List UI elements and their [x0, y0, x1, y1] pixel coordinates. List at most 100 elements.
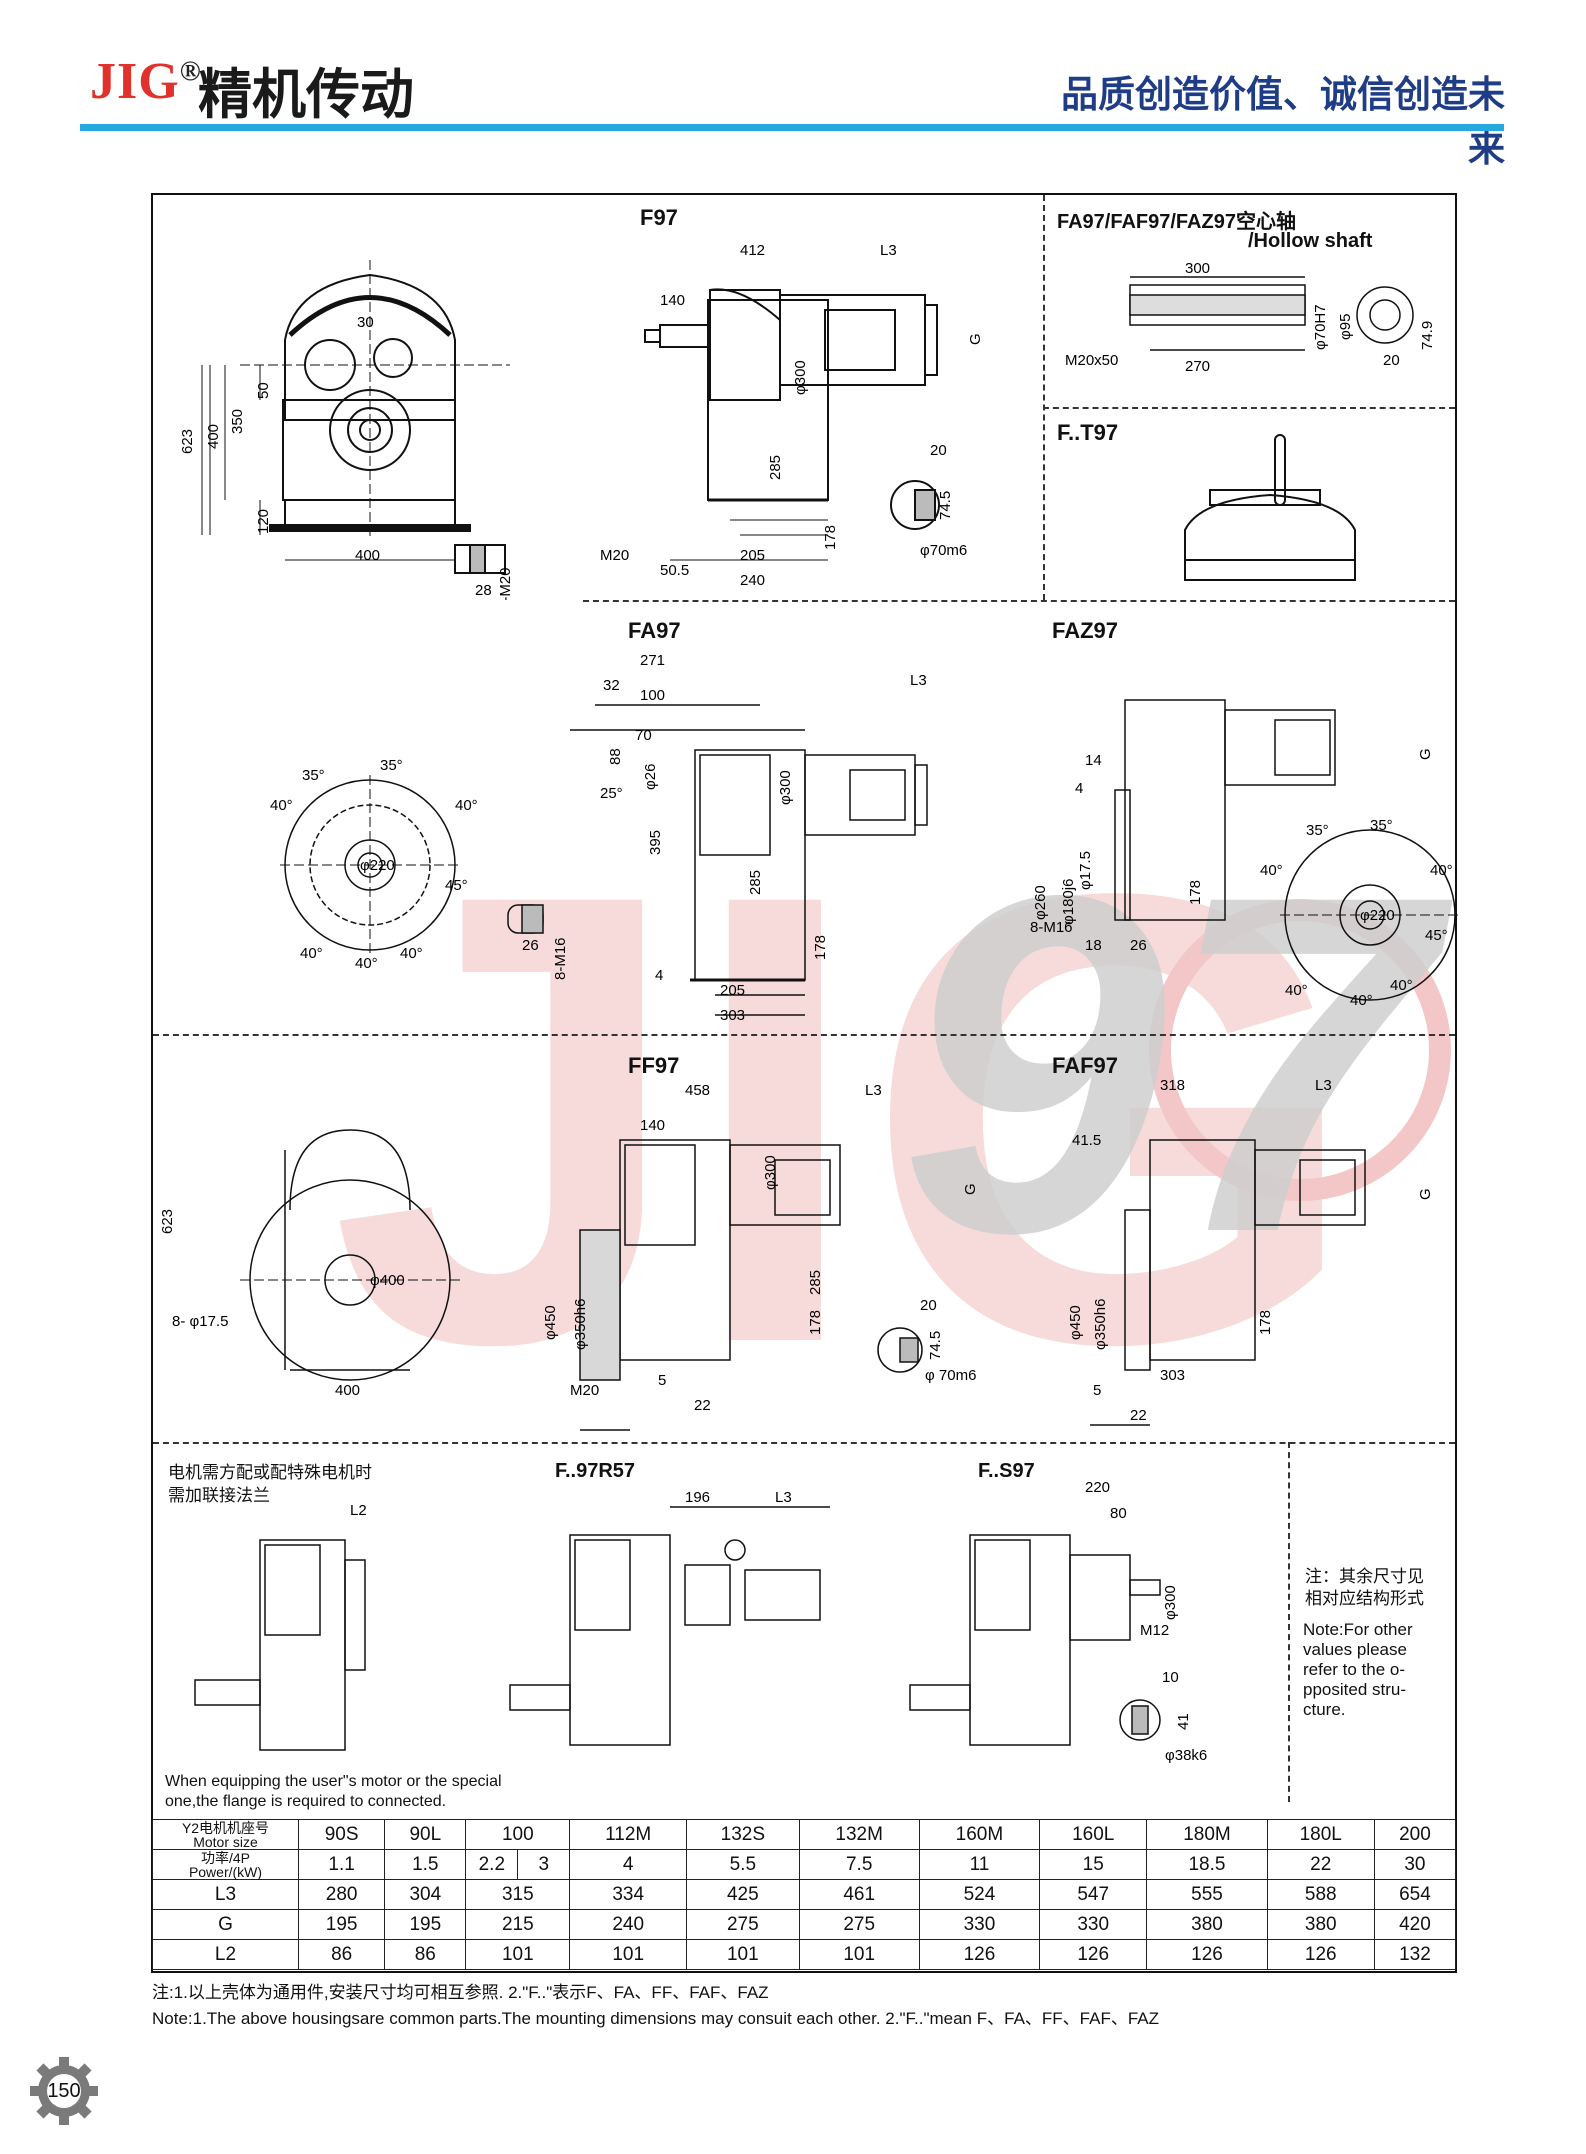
table-cell: 126: [1266, 1939, 1375, 1970]
table-cell: 315: [465, 1879, 571, 1910]
svg-text:M20: M20: [600, 547, 629, 564]
title-fa97: FA97: [628, 618, 681, 643]
svg-text:303: 303: [1160, 1367, 1185, 1384]
slogan: 品质创造价值、诚信创造未来: [1061, 73, 1505, 170]
svg-text:L3: L3: [865, 1082, 882, 1099]
table-cell: 160M: [918, 1819, 1041, 1850]
svg-text:40°: 40°: [1350, 992, 1373, 1009]
svg-text:φ95: φ95: [1337, 314, 1354, 340]
svg-text:φ17.5: φ17.5: [1077, 851, 1094, 890]
table-cell: 7.5: [798, 1849, 920, 1880]
svg-text:300: 300: [1185, 260, 1210, 277]
footer-note-cn: 注:1.以上壳体为通用件,安装尺寸均可相互参照. 2."F.."表示F、FA、F…: [152, 1983, 769, 2002]
table-cell: 654: [1373, 1879, 1457, 1910]
hollow-shaft-drawing: 300 M20x50 270 φ70H7 φ95 74.9 20: [1065, 260, 1436, 375]
svg-text:8-M16: 8-M16: [1030, 919, 1073, 936]
svg-text:14: 14: [1085, 752, 1102, 769]
table-cell: 90L: [384, 1819, 467, 1850]
dim-l2: L2: [350, 1502, 367, 1519]
table-cell: 15: [1039, 1849, 1148, 1880]
svg-text:271: 271: [640, 652, 665, 669]
title-ff97: FF97: [628, 1053, 680, 1078]
svg-text:M20x50: M20x50: [1065, 352, 1118, 369]
table-cell: 86: [297, 1939, 386, 1970]
svg-text:5: 5: [1093, 1382, 1101, 1399]
table-cell: 330: [918, 1909, 1041, 1940]
title-faz97: FAZ97: [1052, 618, 1119, 643]
svg-text:458: 458: [685, 1082, 710, 1099]
svg-text:5: 5: [658, 1372, 666, 1389]
table-cell: 101: [798, 1939, 920, 1970]
svg-text:φ 70m6: φ 70m6: [925, 1367, 976, 1384]
svg-text:28: 28: [475, 582, 492, 599]
page-number: 150: [47, 2080, 81, 2102]
svg-text:φ220: φ220: [360, 857, 395, 874]
svg-text:285: 285: [807, 1270, 824, 1295]
table-row: G 195 195 215 240 275 275 330 330 380 38…: [152, 1909, 1457, 1940]
svg-text:G: G: [962, 1183, 979, 1195]
svg-text:20: 20: [930, 442, 947, 459]
ft97-drawing: [1184, 434, 1356, 581]
table-cell: 112M: [569, 1819, 688, 1850]
divider: [1288, 1442, 1290, 1802]
table-cell: 126: [918, 1939, 1041, 1970]
faf97-drawing: 318 L3 41.5 G φ450 φ350h6 178 303 522: [1067, 1077, 1434, 1426]
gear-icon: [30, 2057, 98, 2125]
title-s97: F..S97: [978, 1460, 1035, 1482]
svg-text:G: G: [1417, 1188, 1434, 1200]
title-faf97: FAF97: [1052, 1053, 1119, 1078]
table-cell: 101: [465, 1939, 571, 1970]
row-header: L3: [152, 1879, 299, 1910]
row-header: L2: [152, 1939, 299, 1970]
svg-text:41: 41: [1175, 1713, 1192, 1730]
svg-text:220: 220: [1085, 1480, 1110, 1496]
adapter-drawing: L2: [194, 1502, 367, 1751]
svg-text:178: 178: [822, 525, 839, 550]
divider: [1043, 195, 1045, 600]
svg-text:50: 50: [255, 382, 272, 399]
svg-text:40°: 40°: [1260, 862, 1283, 879]
table-cell: 160L: [1039, 1819, 1148, 1850]
svg-text:40°: 40°: [1430, 862, 1453, 879]
svg-text:φ300: φ300: [1162, 1585, 1179, 1620]
svg-text:140: 140: [640, 1117, 665, 1134]
divider: [153, 1442, 1455, 1444]
svg-text:412: 412: [740, 242, 765, 259]
svg-text:35°: 35°: [380, 757, 403, 774]
table-cell: 195: [297, 1909, 386, 1940]
svg-text:400: 400: [205, 424, 222, 449]
side-note-cn2: 相对应结构形式: [1305, 1589, 1424, 1608]
table-cell: 524: [918, 1879, 1041, 1910]
svg-text:φ38k6: φ38k6: [1165, 1747, 1207, 1764]
svg-text:45°: 45°: [445, 877, 468, 894]
table-cell: 5.5: [686, 1849, 800, 1880]
svg-text:φ300: φ300: [762, 1155, 779, 1190]
table-cell: 461: [798, 1879, 920, 1910]
svg-text:303: 303: [720, 1007, 745, 1024]
svg-text:L3: L3: [910, 672, 927, 689]
svg-text:74.5: 74.5: [937, 491, 954, 520]
row-header: G: [152, 1909, 299, 1940]
divider: [1043, 407, 1455, 409]
svg-text:350: 350: [229, 409, 246, 434]
svg-text:4: 4: [1075, 780, 1083, 797]
svg-text:26: 26: [522, 937, 539, 954]
svg-text:623: 623: [160, 1209, 176, 1234]
table-cell: 11: [918, 1849, 1041, 1880]
table-cell: 420: [1373, 1909, 1457, 1940]
table-cell: 380: [1266, 1909, 1375, 1940]
table-cell: 126: [1039, 1939, 1148, 1970]
svg-text:φ26: φ26: [642, 764, 659, 790]
f97-drawing: 30 623 400 350 50 120 400 28 8-M20 412 L…: [180, 242, 984, 600]
svg-text:196: 196: [685, 1489, 710, 1506]
table-cell: 330: [1039, 1909, 1148, 1940]
side-note-en: Note:For other values please refer to th…: [1303, 1620, 1413, 1720]
svg-text:18: 18: [1085, 937, 1102, 954]
table-cell: 275: [798, 1909, 920, 1940]
table-cell: 1.5: [384, 1849, 467, 1880]
svg-text:178: 178: [812, 935, 829, 960]
svg-text:74.5: 74.5: [927, 1331, 944, 1360]
table-cell: 4: [569, 1849, 688, 1880]
table-cell: 126: [1146, 1939, 1268, 1970]
